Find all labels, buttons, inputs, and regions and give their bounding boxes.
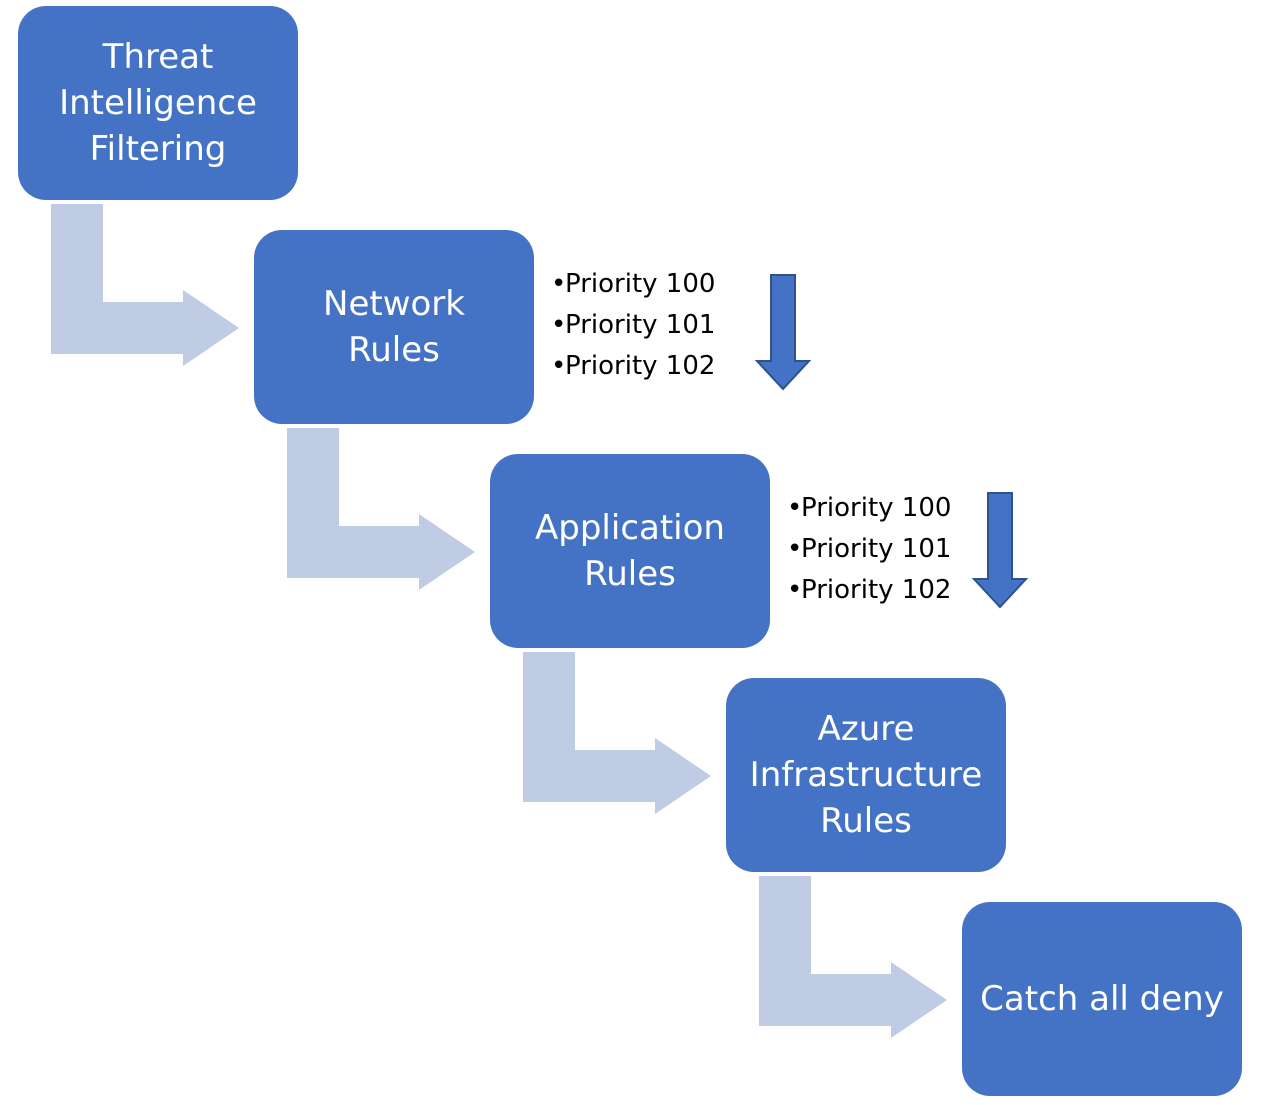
step-azure-infrastructure-rules: Azure Infrastructure Rules bbox=[726, 678, 1006, 872]
down-arrow-icon bbox=[754, 274, 812, 391]
bullet: • bbox=[787, 534, 803, 564]
priority-item: •Priority 101 bbox=[551, 305, 751, 346]
priority-item: •Priority 102 bbox=[551, 346, 751, 387]
priority-label: Priority 102 bbox=[801, 575, 952, 605]
priority-item: •Priority 100 bbox=[551, 264, 751, 305]
step-label: Threat Intelligence Filtering bbox=[59, 37, 257, 169]
priority-label: Priority 101 bbox=[565, 310, 716, 340]
priority-label: Priority 100 bbox=[565, 269, 716, 299]
priority-item: •Priority 100 bbox=[787, 488, 987, 529]
priority-label: Priority 100 bbox=[801, 493, 952, 523]
bullet: • bbox=[551, 310, 567, 340]
bullet: • bbox=[787, 493, 803, 523]
step-application-rules: Application Rules bbox=[490, 454, 770, 648]
bent-arrow-icon bbox=[287, 428, 475, 590]
step-catch-all-deny: Catch all deny bbox=[962, 902, 1242, 1096]
step-label: Application Rules bbox=[535, 508, 725, 594]
priority-label: Priority 101 bbox=[801, 534, 952, 564]
bent-arrow-icon bbox=[759, 876, 947, 1038]
step-label: Network Rules bbox=[323, 284, 465, 370]
step-label: Azure Infrastructure Rules bbox=[749, 709, 983, 841]
priority-item: •Priority 101 bbox=[787, 529, 987, 570]
step-network-rules: Network Rules bbox=[254, 230, 534, 424]
priority-item: •Priority 102 bbox=[787, 570, 987, 611]
network-rules-priority-list: •Priority 100 •Priority 101 •Priority 10… bbox=[551, 264, 751, 387]
step-threat-intelligence-filtering: Threat Intelligence Filtering bbox=[18, 6, 298, 200]
down-arrow-icon bbox=[971, 492, 1029, 609]
priority-label: Priority 102 bbox=[565, 351, 716, 381]
bullet: • bbox=[551, 269, 567, 299]
bullet: • bbox=[551, 351, 567, 381]
bent-arrow-icon bbox=[523, 652, 711, 814]
step-label: Catch all deny bbox=[980, 979, 1224, 1019]
bullet: • bbox=[787, 575, 803, 605]
bent-arrow-icon bbox=[51, 204, 239, 366]
application-rules-priority-list: •Priority 100 •Priority 101 •Priority 10… bbox=[787, 488, 987, 611]
